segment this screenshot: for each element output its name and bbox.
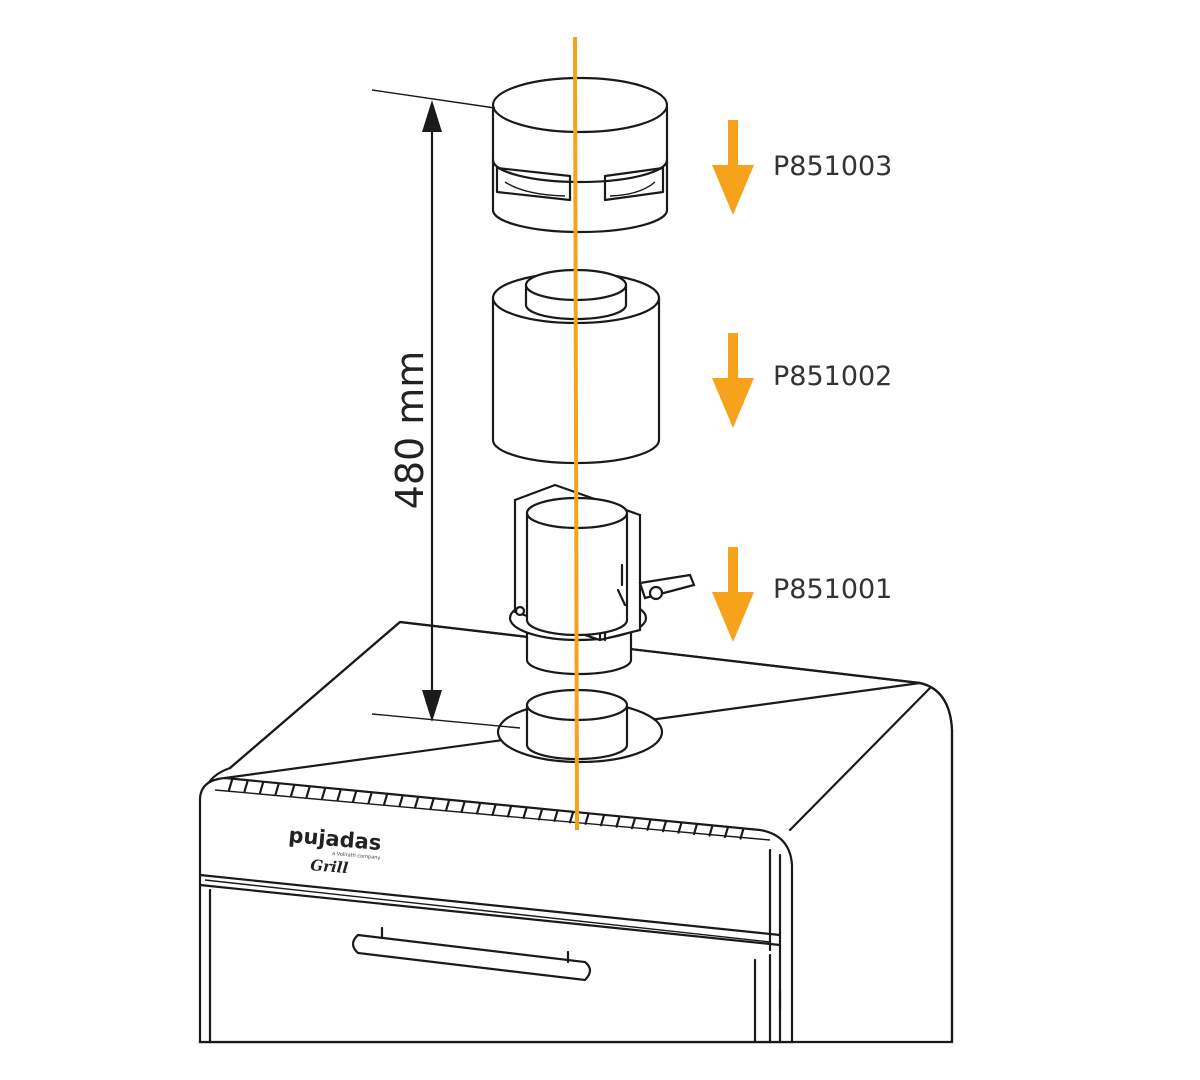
vent-slot — [382, 793, 389, 806]
vent-slot — [413, 796, 420, 809]
vent-slot — [661, 820, 668, 833]
part-label-p851003: P851003 — [712, 120, 892, 215]
part-label-p851001: P851001 — [712, 547, 892, 642]
vent-slot — [491, 803, 497, 817]
svg-text:a Vollrath company: a Vollrath company — [332, 851, 381, 861]
vent-slot — [615, 815, 621, 828]
vent-slot — [289, 784, 296, 797]
vent-slot — [367, 792, 373, 805]
vent-slot — [584, 812, 590, 825]
svg-text:P851002: P851002 — [773, 361, 892, 392]
part-label-p851002: P851002 — [712, 333, 892, 428]
vent-slot — [444, 799, 451, 812]
vent-slots — [227, 778, 745, 840]
dimension-480mm: 480 mm — [371, 89, 521, 729]
vent-slot — [553, 809, 559, 822]
down-arrow-icon — [712, 120, 754, 215]
vent-slot — [258, 781, 265, 795]
vent-slot — [475, 802, 482, 815]
vent-slot — [630, 817, 637, 830]
vent-slot — [227, 778, 234, 792]
vent-slot — [646, 818, 652, 831]
vent-slot — [429, 798, 435, 811]
vent-slot — [351, 790, 358, 803]
svg-text:P851003: P851003 — [773, 151, 892, 182]
dimension-label: 480 mm — [388, 351, 432, 510]
vent-slot — [460, 800, 466, 814]
vent-slot — [243, 780, 249, 793]
vent-slot — [723, 825, 730, 839]
vent-slot — [506, 805, 513, 818]
vent-slot — [708, 824, 714, 837]
stove-body — [198, 620, 954, 1044]
vent-slot — [739, 827, 745, 840]
brand-logo: pujadas a Vollrath company Grill — [288, 823, 383, 877]
vent-slot — [398, 795, 404, 808]
svg-text:Grill: Grill — [310, 856, 350, 877]
center-axis-line — [573, 36, 579, 831]
cap-part — [491, 76, 669, 234]
vent-slot — [522, 806, 528, 820]
down-arrow-icon — [712, 333, 754, 428]
vent-slot — [692, 823, 699, 836]
vent-slot — [537, 808, 544, 821]
door-handle — [351, 926, 592, 982]
vent-slot — [320, 787, 327, 800]
vent-slot — [305, 786, 311, 799]
vent-slot — [274, 783, 280, 796]
svg-text:P851001: P851001 — [773, 574, 892, 605]
vent-slot — [336, 789, 342, 802]
vent-slot — [677, 821, 683, 834]
damper-part — [508, 483, 696, 676]
vent-slot — [568, 811, 575, 824]
down-arrow-icon — [712, 547, 754, 642]
vent-slot — [599, 814, 606, 827]
